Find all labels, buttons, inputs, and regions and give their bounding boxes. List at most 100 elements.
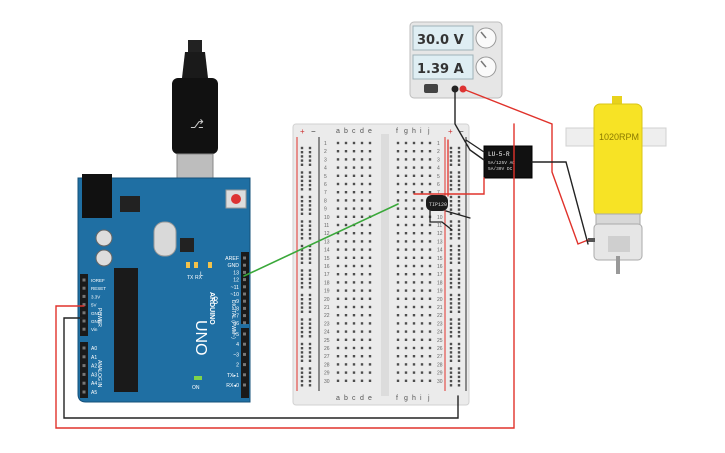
breadboard-hole[interactable] <box>412 330 416 333</box>
breadboard-hole[interactable] <box>368 379 372 382</box>
breadboard-hole[interactable] <box>368 158 372 161</box>
breadboard-hole[interactable] <box>336 346 340 350</box>
digital-pin[interactable] <box>243 332 246 336</box>
breadboard-hole[interactable] <box>336 379 340 382</box>
power-pin[interactable] <box>82 286 86 290</box>
breadboard-hole[interactable] <box>368 289 372 292</box>
breadboard-hole[interactable] <box>404 215 408 218</box>
transistor[interactable]: TIP120 <box>426 195 448 211</box>
breadboard-hole[interactable] <box>352 297 356 300</box>
rail-hole[interactable] <box>308 302 312 305</box>
rail-hole[interactable] <box>300 237 304 240</box>
breadboard-hole[interactable] <box>428 379 432 382</box>
rail-hole[interactable] <box>300 347 304 350</box>
rail-hole[interactable] <box>449 375 453 379</box>
rail-hole[interactable] <box>457 322 461 325</box>
breadboard-hole[interactable] <box>396 166 400 169</box>
breadboard-hole[interactable] <box>352 240 356 243</box>
motor-terminal[interactable] <box>588 238 595 242</box>
rail-hole[interactable] <box>449 188 453 191</box>
rail-hole[interactable] <box>449 306 453 309</box>
breadboard-hole[interactable] <box>360 281 364 284</box>
breadboard-hole[interactable] <box>420 314 424 317</box>
rail-hole[interactable] <box>449 355 453 358</box>
rail-hole[interactable] <box>308 220 312 223</box>
breadboard-hole[interactable] <box>404 256 408 259</box>
breadboard-hole[interactable] <box>336 322 340 325</box>
breadboard-hole[interactable] <box>420 264 424 268</box>
rail-hole[interactable] <box>308 375 312 379</box>
rail-hole[interactable] <box>300 335 304 338</box>
rail-hole[interactable] <box>300 208 304 211</box>
rail-hole[interactable] <box>308 286 312 289</box>
rail-hole[interactable] <box>308 330 312 334</box>
breadboard-hole[interactable] <box>360 150 364 153</box>
breadboard-hole[interactable] <box>420 191 424 194</box>
breadboard-hole[interactable] <box>420 248 424 251</box>
rail-hole[interactable] <box>300 310 304 313</box>
rail-hole[interactable] <box>308 249 312 252</box>
rail-hole[interactable] <box>457 159 461 162</box>
breadboard-hole[interactable] <box>412 355 416 358</box>
breadboard-hole[interactable] <box>344 371 348 374</box>
breadboard-hole[interactable] <box>344 150 348 153</box>
rail-hole[interactable] <box>457 244 461 248</box>
breadboard-hole[interactable] <box>368 314 372 317</box>
rail-hole[interactable] <box>457 253 461 256</box>
breadboard-hole[interactable] <box>420 158 424 161</box>
breadboard-hole[interactable] <box>412 379 416 382</box>
breadboard-hole[interactable] <box>336 314 340 317</box>
power-pin[interactable] <box>82 294 86 298</box>
rail-hole[interactable] <box>300 163 304 166</box>
breadboard-hole[interactable] <box>420 174 424 177</box>
rail-hole[interactable] <box>449 249 453 252</box>
wire-relay-motor[interactable] <box>531 161 589 245</box>
rail-hole[interactable] <box>308 379 312 383</box>
rail-hole[interactable] <box>449 318 453 321</box>
breadboard-hole[interactable] <box>368 223 372 227</box>
rail-hole[interactable] <box>449 179 453 183</box>
rail-hole[interactable] <box>300 171 304 174</box>
breadboard-hole[interactable] <box>420 207 424 210</box>
rail-hole[interactable] <box>300 151 304 154</box>
wire-transistor-emitter[interactable] <box>429 210 453 231</box>
rail-hole[interactable] <box>449 171 453 174</box>
breadboard-hole[interactable] <box>344 141 348 145</box>
power-pin[interactable] <box>82 311 86 315</box>
rail-hole[interactable] <box>308 146 312 150</box>
digital-pin[interactable] <box>243 363 246 367</box>
rail-hole[interactable] <box>457 384 461 387</box>
rail-hole[interactable] <box>308 335 312 338</box>
rail-hole[interactable] <box>457 326 461 330</box>
wire-supply-positive[interactable] <box>462 88 589 245</box>
breadboard-hole[interactable] <box>420 215 424 218</box>
breadboard-hole[interactable] <box>368 281 372 284</box>
breadboard-hole[interactable] <box>428 305 432 309</box>
rail-hole[interactable] <box>300 220 304 223</box>
analog-pin[interactable] <box>82 390 86 394</box>
wire-rail-black[interactable] <box>465 139 485 153</box>
breadboard-hole[interactable] <box>420 330 424 333</box>
rail-hole[interactable] <box>457 204 461 207</box>
rail-hole[interactable] <box>457 179 461 183</box>
rail-hole[interactable] <box>308 359 312 362</box>
breadboard-hole[interactable] <box>420 240 424 243</box>
breadboard-hole[interactable] <box>344 346 348 350</box>
rail-hole[interactable] <box>457 249 461 252</box>
breadboard-hole[interactable] <box>412 322 416 325</box>
rail-hole[interactable] <box>449 261 453 264</box>
breadboard-hole[interactable] <box>420 150 424 153</box>
breadboard-hole[interactable] <box>404 248 408 251</box>
breadboard-hole[interactable] <box>404 158 408 161</box>
rail-hole[interactable] <box>449 195 453 199</box>
breadboard-hole[interactable] <box>404 240 408 243</box>
breadboard-hole[interactable] <box>428 264 432 268</box>
rail-hole[interactable] <box>308 200 312 203</box>
breadboard-hole[interactable] <box>412 338 416 341</box>
breadboard-hole[interactable] <box>344 207 348 210</box>
digital-pin[interactable] <box>243 263 246 267</box>
rail-hole[interactable] <box>449 244 453 248</box>
breadboard-hole[interactable] <box>396 223 400 227</box>
rail-hole[interactable] <box>308 293 312 297</box>
rail-hole[interactable] <box>308 237 312 240</box>
